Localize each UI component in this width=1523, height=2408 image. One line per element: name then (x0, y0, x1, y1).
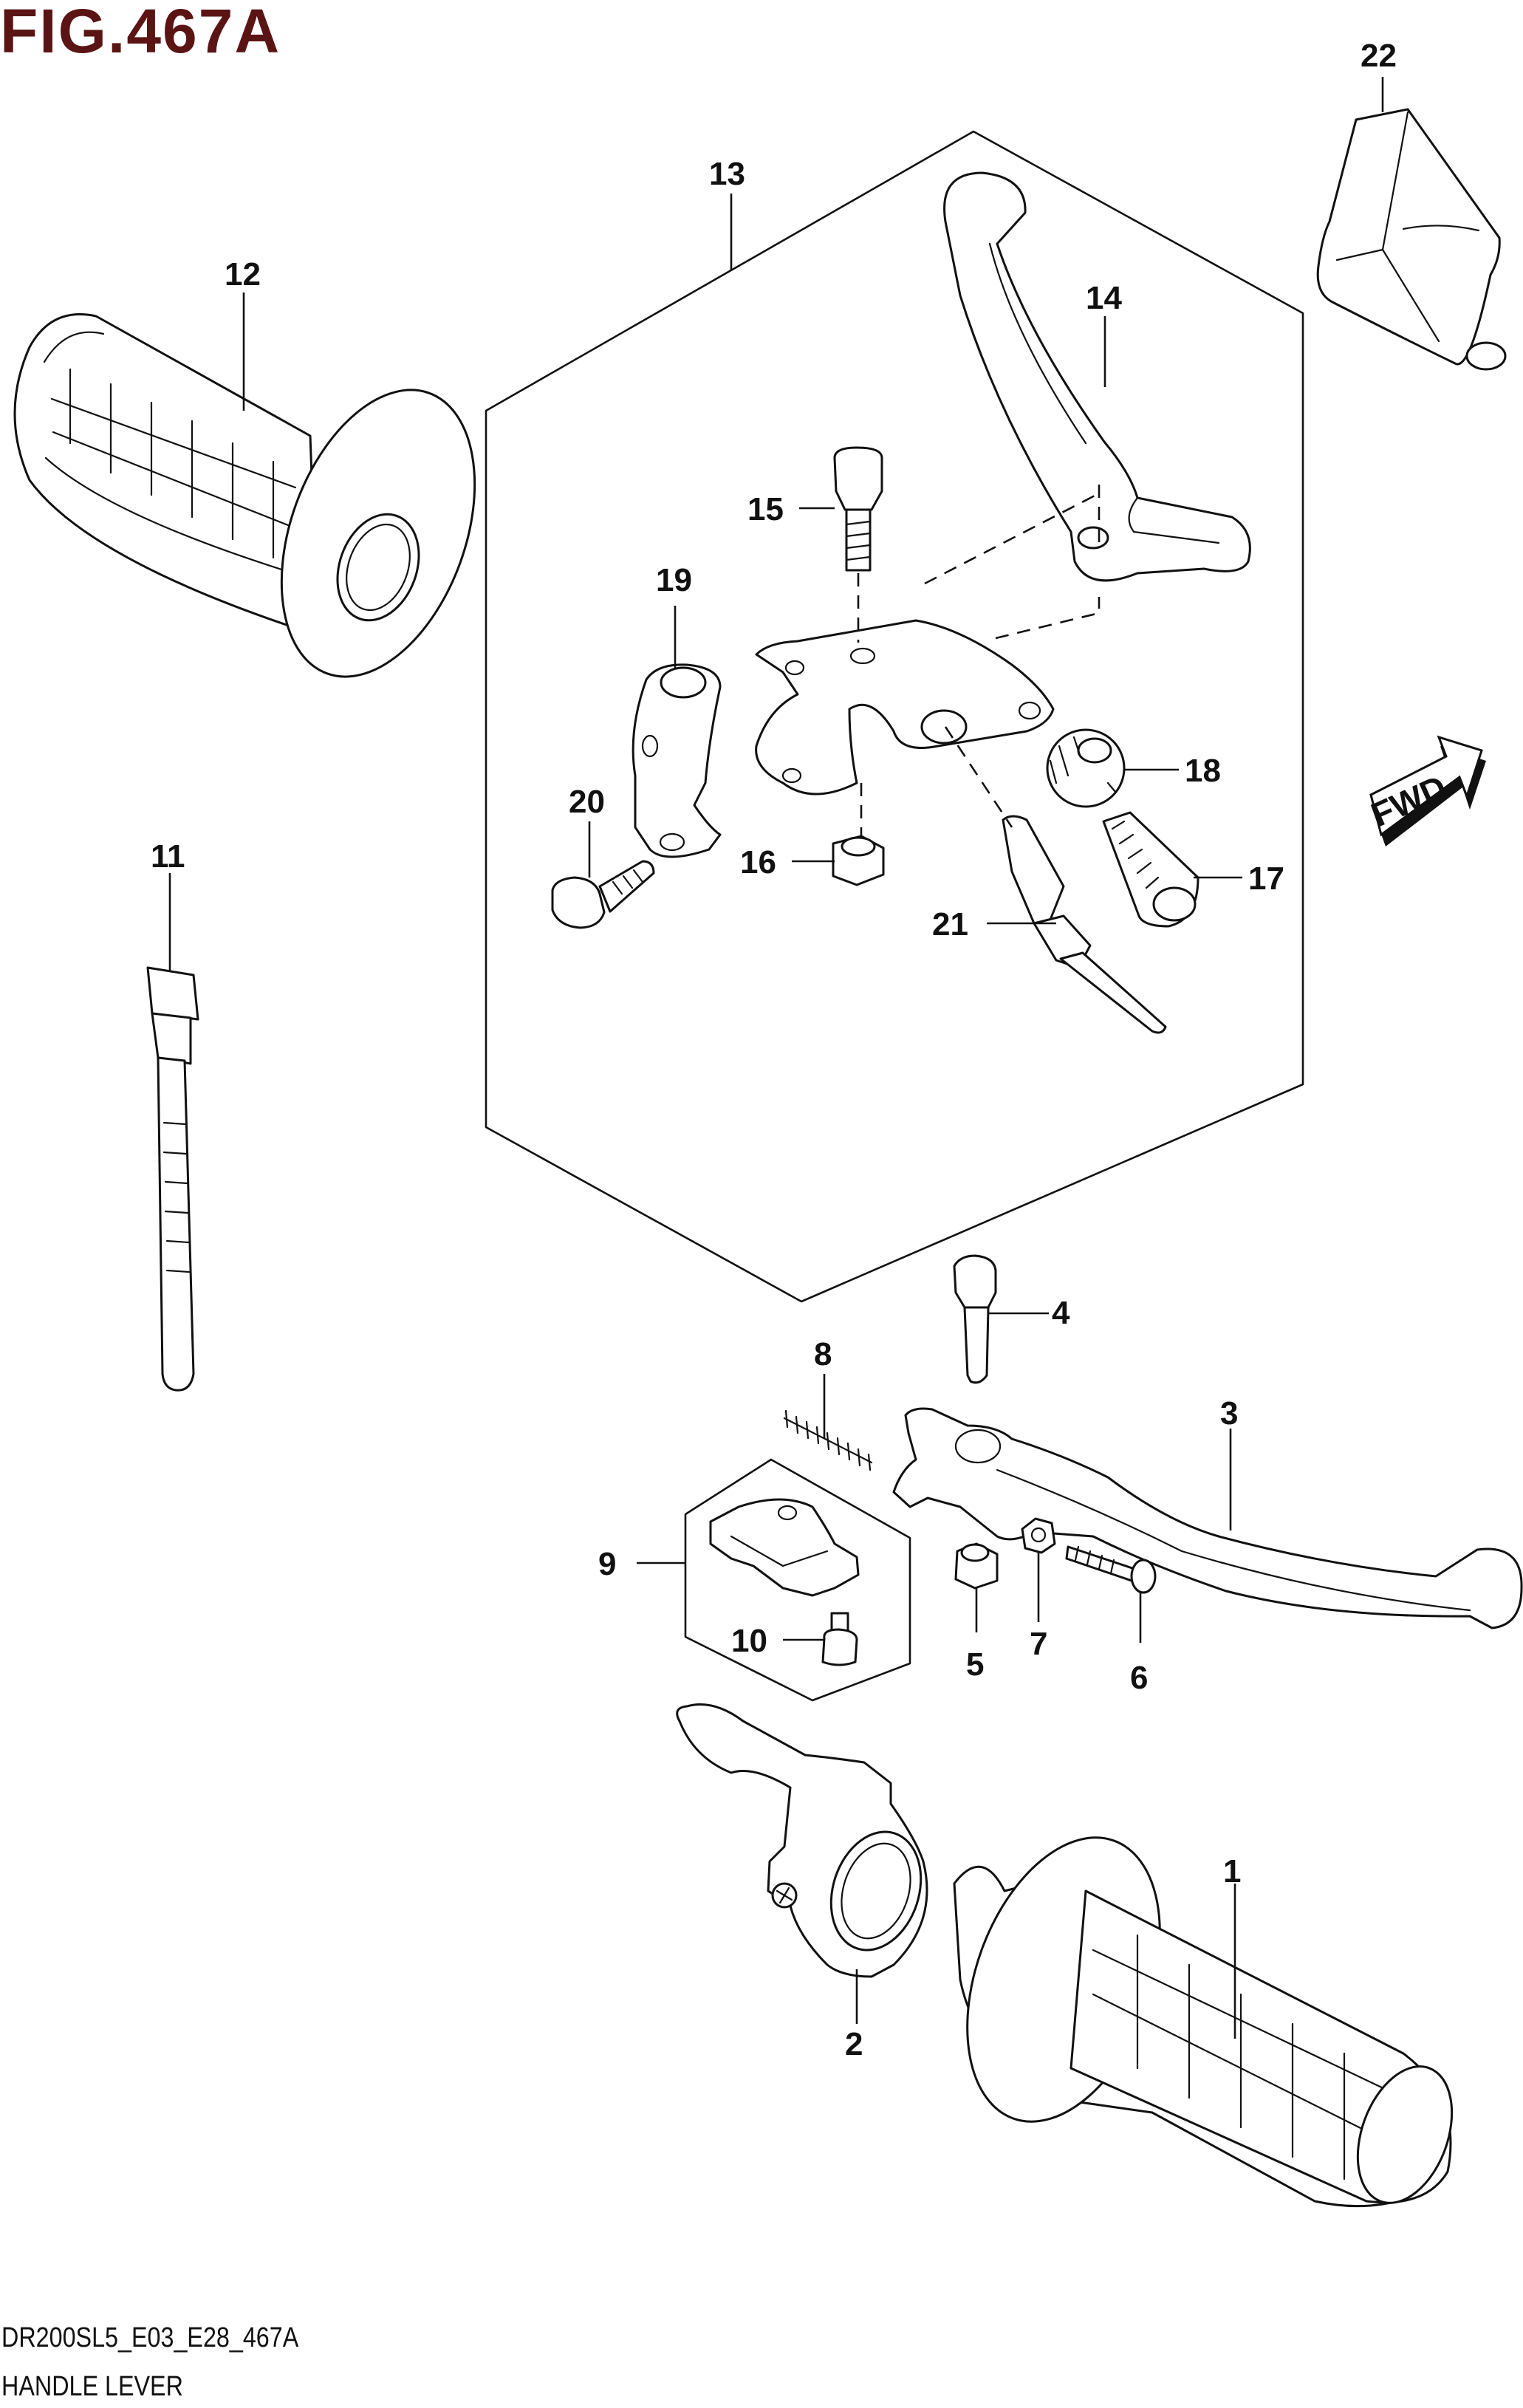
cable-tie (146, 966, 199, 1392)
switch-screw (821, 1612, 858, 1666)
callout-11: 11 (151, 838, 185, 875)
front-brake-lever (892, 1407, 1523, 1629)
pivot-bolt (833, 446, 883, 572)
callout-6: 6 (1130, 1660, 1148, 1696)
cable-adjuster (1102, 811, 1199, 928)
brake-lever-bolt (953, 1254, 997, 1384)
figure-code: DR200SL5_E03_E28_467A (1, 2322, 299, 2353)
throttle-grip (953, 1836, 1454, 2208)
callout-20: 20 (569, 784, 605, 820)
callout-10: 10 (731, 1623, 767, 1659)
callout-9: 9 (598, 1546, 616, 1582)
callout-2: 2 (845, 2026, 863, 2062)
throttle-grip-end (1356, 2065, 1454, 2204)
throttle-housing (676, 1703, 928, 1978)
switch-assembly-frame (684, 1458, 911, 1702)
clutch-lever-holder (755, 619, 1055, 796)
lever-spring (783, 1409, 873, 1471)
callout-21: 21 (932, 906, 968, 943)
callout-22: 22 (1361, 38, 1397, 74)
figure-name: HANDLE LEVER (1, 2371, 183, 2402)
clutch-lever-pivot-hole (1077, 526, 1109, 550)
figure-title: FIG.467A (0, 0, 281, 66)
holder-cable-socket (920, 709, 968, 745)
cable-adjuster-locknut (1046, 728, 1126, 808)
brake-light-switch (709, 1498, 860, 1597)
pivot-nut (832, 835, 885, 886)
left-handlebar-grip (13, 313, 476, 678)
adjuster-screw (1065, 1545, 1157, 1594)
leader-lines (168, 77, 1384, 2039)
callout-18: 18 (1185, 753, 1221, 789)
callout-numbers: 1 2 3 4 5 6 7 8 9 10 11 12 13 14 15 16 1… (151, 38, 1397, 2062)
callout-5: 5 (966, 1646, 984, 1683)
callout-13: 13 (709, 156, 745, 192)
lever-assembly-frame (485, 130, 1304, 1303)
throttle-housing-bore (829, 1830, 923, 1952)
callout-14: 14 (1086, 280, 1122, 316)
left-grip-bore (336, 513, 420, 622)
clutch-lever-cover (1316, 108, 1507, 371)
callout-12: 12 (225, 256, 261, 293)
clamp-bolt (551, 860, 655, 929)
callout-1: 1 (1223, 1853, 1241, 1889)
callout-3: 3 (1220, 1395, 1238, 1432)
callout-7: 7 (1030, 1626, 1047, 1662)
adjuster-nut (1021, 1517, 1056, 1554)
holder-clamp (632, 663, 722, 858)
callout-8: 8 (814, 1336, 832, 1372)
callout-4: 4 (1052, 1295, 1070, 1331)
callout-16: 16 (740, 844, 776, 880)
fwd-arrow-icon: FWD (1366, 735, 1486, 846)
lever-nut (954, 1542, 999, 1590)
clutch-cable (1002, 815, 1167, 1034)
clutch-lever (943, 171, 1251, 582)
callout-19: 19 (656, 562, 692, 598)
callout-17: 17 (1248, 861, 1284, 897)
callout-15: 15 (747, 491, 784, 527)
